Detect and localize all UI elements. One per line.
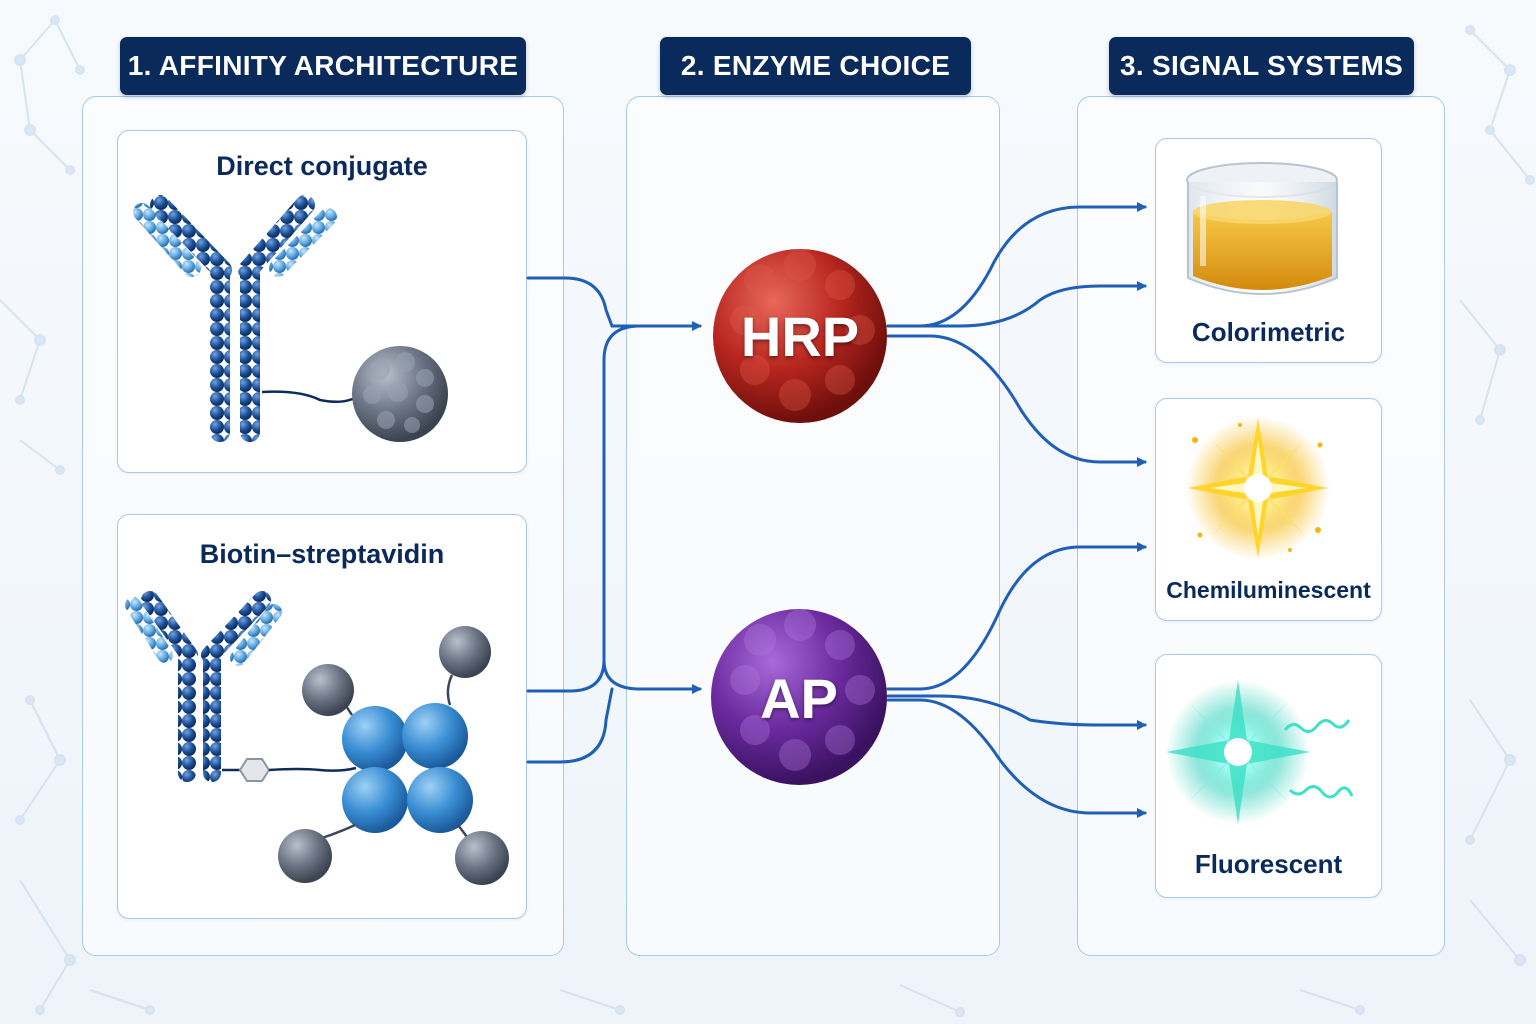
fluorescence-icon: [1166, 680, 1354, 824]
arrow-icon: [886, 281, 1147, 328]
arrow-icon: [886, 542, 1147, 691]
arrow-icon: [886, 694, 1147, 730]
enzyme-panel: [626, 96, 1000, 956]
enzyme-icon: [713, 249, 887, 423]
enzyme-icon: [352, 346, 448, 442]
enzyme-icon: [278, 626, 509, 885]
arrow-icon: [526, 324, 642, 693]
arrow-icon: [602, 658, 702, 694]
header-signal-systems: 3. SIGNAL SYSTEMS: [1109, 37, 1414, 95]
header-enzyme-choice: 2. ENZYME CHOICE: [660, 37, 971, 95]
biotin-icon: [238, 758, 271, 782]
hrp-label: HRP: [740, 305, 860, 368]
chemiluminescent-label: Chemiluminescent: [1166, 577, 1371, 603]
direct-conjugate-title: Direct conjugate: [216, 151, 428, 181]
arrow-icon: [886, 698, 1147, 818]
arrow-icon: [886, 334, 1147, 467]
linker: [261, 390, 359, 404]
flow-arrows: [526, 202, 1147, 818]
direct-conjugate-card: Direct conjugate: [117, 130, 527, 473]
antibody-icon: [133, 195, 337, 442]
enzyme-icon: [711, 609, 887, 785]
biotin-streptavidin-title: Biotin–streptavidin: [199, 539, 445, 569]
arrow-icon: [886, 202, 1147, 328]
colorimetric-label: Colorimetric: [1191, 317, 1346, 347]
starburst-icon: [1186, 416, 1330, 560]
antibody-icon: [125, 591, 282, 782]
fluorescent-label: Fluorescent: [1194, 849, 1343, 879]
beaker-icon: [1186, 162, 1338, 295]
arrow-icon: [526, 276, 702, 331]
ap-label: AP: [760, 667, 838, 730]
header-affinity-architecture: 1. AFFINITY ARCHITECTURE: [120, 37, 526, 95]
streptavidin-icon: [342, 703, 473, 833]
arrow-icon: [526, 687, 614, 764]
